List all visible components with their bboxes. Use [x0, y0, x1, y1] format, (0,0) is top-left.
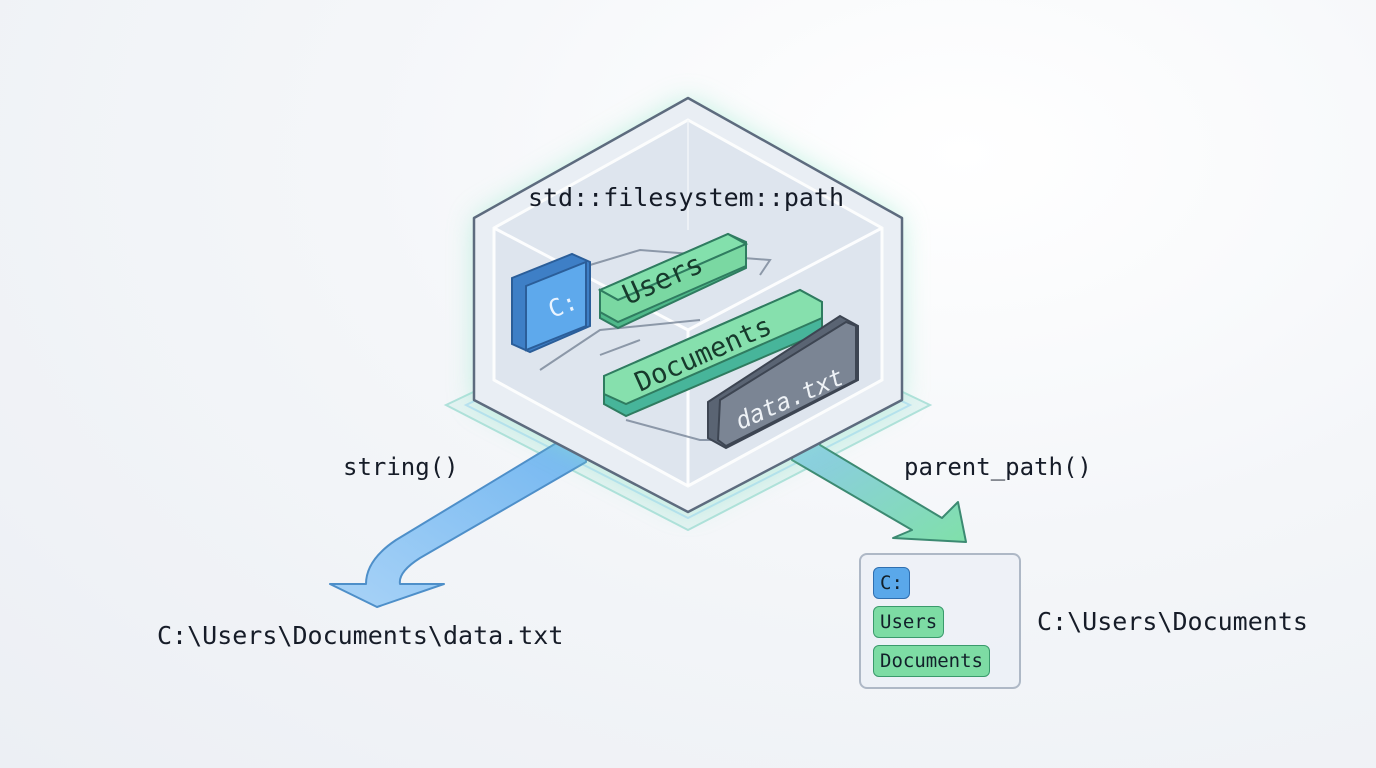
result-chip-documents: Documents: [873, 645, 990, 677]
parent-path-method-label: parent_path(): [904, 453, 1092, 481]
cube-title: std::filesystem::path: [528, 183, 844, 212]
component-file-block: [707, 314, 859, 450]
component-documents-block: [603, 288, 823, 418]
result-chip-root: C:: [873, 567, 910, 599]
component-users-block: [597, 232, 749, 330]
component-root-block: [511, 252, 591, 354]
string-method-label: string(): [343, 453, 459, 481]
string-result-text: C:\Users\Documents\data.txt: [157, 621, 564, 650]
parent-path-arrow: [791, 429, 967, 543]
string-arrow: [329, 431, 587, 608]
result-chip-users: Users: [873, 606, 945, 638]
parent-path-result-box: C: Users Documents: [859, 553, 1021, 689]
parent-path-result-text: C:\Users\Documents: [1037, 607, 1308, 636]
